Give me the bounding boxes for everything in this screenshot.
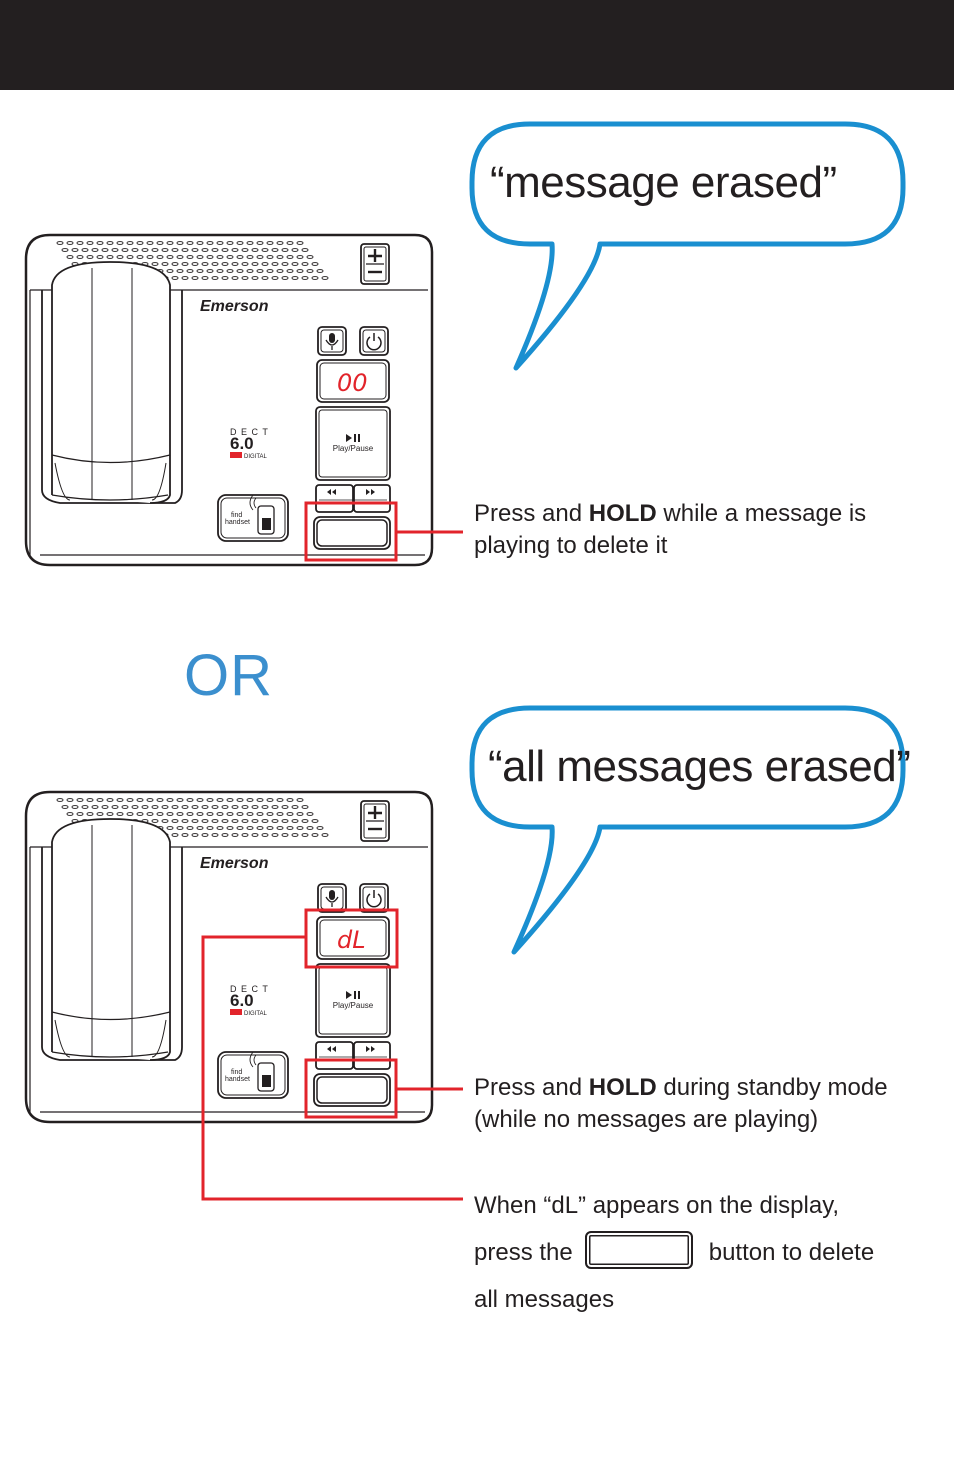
note-3-line3: all messages [474,1286,615,1313]
note-3: When “dL” appears on the display, press … [474,1182,874,1323]
bubble-2-text: “all messages erased” [488,742,911,791]
delete-button-illustration [584,1230,693,1269]
base-station-1 [26,235,432,565]
display-2-value: dL [337,926,366,954]
play-pause-label-1: Play/Pause [333,444,374,453]
bubble-1-text: “message erased” [490,158,837,207]
note-1: Press and HOLD while a message is playin… [474,498,866,562]
digital-label-1: DIGITAL [244,454,268,460]
base-station-2 [26,792,432,1122]
note-1-post: while a message is [656,500,867,527]
play-pause-label-2: Play/Pause [333,1001,374,1010]
callout-line-3 [201,935,463,1201]
note-1-pre: Press and [474,500,589,527]
emerson-logo-2: Emerson [200,855,269,872]
dect-version-2: 6.0 [230,991,254,1010]
note-2: Press and HOLD during standby mode (whil… [474,1072,888,1136]
note-3-line2-post: button to delete [708,1239,875,1266]
note-3-line1: When “dL” appears on the display, [474,1192,840,1219]
handset-label-2: handset [225,1076,250,1083]
note-2-line2: (while no messages are playing) [474,1106,819,1133]
digital-label-2: DIGITAL [244,1011,268,1017]
find-label-1: find [231,512,242,519]
speech-bubble-1 [469,121,906,371]
note-2-bold: HOLD [588,1074,657,1101]
handset-label-1: handset [225,519,250,526]
find-label-2: find [231,1069,242,1076]
note-3-line2-pre: press the [474,1239,573,1266]
or-label: OR [184,643,273,708]
dect-version-1: 6.0 [230,434,254,453]
note-2-post: during standby mode [656,1074,888,1101]
display-1-value: 00 [337,369,368,397]
note-1-line2: playing to delete it [474,532,668,559]
note-2-pre: Press and [474,1074,589,1101]
emerson-logo-1: Emerson [200,298,269,315]
note-1-bold: HOLD [588,500,657,527]
top-header-bar [0,0,954,90]
speech-bubble-2 [469,705,906,955]
